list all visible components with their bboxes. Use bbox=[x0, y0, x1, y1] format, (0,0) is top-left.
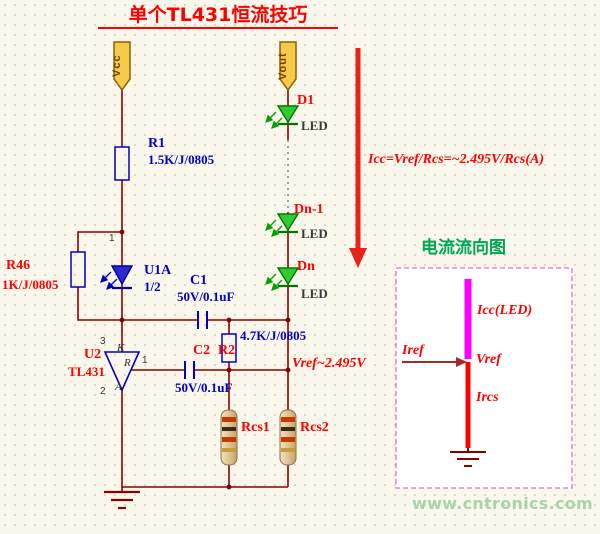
tl431-u2-symbol bbox=[103, 351, 141, 392]
vout-flag-shape bbox=[279, 41, 297, 92]
resistor-rcs2-body bbox=[279, 409, 297, 466]
r2-value: 4.7K/J/0805 bbox=[240, 328, 307, 343]
iref-label: Iref bbox=[402, 343, 424, 358]
c2-value: 50V/0.1uF bbox=[175, 380, 233, 395]
u2-value: TL431 bbox=[68, 364, 105, 379]
junction-dots bbox=[119, 229, 291, 490]
flow-diagram-box bbox=[395, 267, 573, 489]
u2-pin-1: 1 bbox=[142, 355, 148, 366]
led-d1-symbol bbox=[265, 105, 300, 129]
c2-ref: C2 bbox=[193, 343, 211, 358]
dn1-value: LED bbox=[301, 226, 328, 241]
vcc-flag-label: Vcc bbox=[111, 54, 123, 78]
r1-ref: R1 bbox=[148, 136, 166, 151]
vref-note: Vref~2.495V bbox=[292, 356, 366, 371]
resistor-r46-symbol bbox=[70, 251, 86, 288]
icc-led-label: Icc(LED) bbox=[477, 303, 533, 318]
led-dn1-symbol bbox=[265, 213, 300, 237]
u2-pin-2: 2 bbox=[100, 386, 106, 397]
ground-symbol bbox=[104, 490, 140, 510]
optocoupler-u1a-symbol bbox=[100, 265, 134, 290]
c1-value: 50V/0.1uF bbox=[177, 289, 235, 304]
u1a-value: 1/2 bbox=[144, 279, 161, 294]
u2-pin-3: 3 bbox=[100, 336, 106, 347]
u2-ref: U2 bbox=[84, 347, 102, 362]
vcc-flag-shape bbox=[113, 41, 131, 92]
page-title: 单个TL431恒流技巧 bbox=[98, 5, 338, 29]
dn1-ref: Dn-1 bbox=[294, 202, 324, 217]
ircs-label: Ircs bbox=[476, 390, 499, 405]
d1-value: LED bbox=[301, 118, 328, 133]
u2-pin-r: R bbox=[124, 357, 131, 369]
d1-ref: D1 bbox=[297, 93, 315, 108]
resistor-rcs1-body bbox=[220, 409, 238, 466]
resistor-r1-symbol bbox=[114, 146, 130, 181]
flow-iref-arrow bbox=[402, 357, 467, 367]
r46-value: 1K/J/0805 bbox=[2, 277, 59, 292]
u2-pin-k: K bbox=[117, 342, 125, 354]
r46-ref: R46 bbox=[6, 258, 31, 273]
flow-title: 电流流向图 bbox=[421, 238, 506, 258]
watermark: www.cntronics.com bbox=[412, 494, 594, 513]
u2-pin-a: A bbox=[115, 381, 122, 393]
dn-ref: Dn bbox=[297, 259, 315, 274]
vout-flag-label: Vout bbox=[277, 52, 289, 80]
u1a-pin-1: 1 bbox=[109, 233, 115, 244]
rcs1-ref: Rcs1 bbox=[241, 420, 270, 435]
rcs2-ref: Rcs2 bbox=[300, 420, 329, 435]
vref-label: Vref bbox=[476, 352, 501, 367]
dn-value: LED bbox=[301, 286, 328, 301]
flow-ground-symbol bbox=[450, 448, 486, 467]
r2-ref: R2 bbox=[218, 343, 236, 358]
u1a-ref: U1A bbox=[144, 263, 172, 278]
r1-value: 1.5K/J/0805 bbox=[148, 152, 215, 167]
led-dn-symbol bbox=[265, 267, 300, 291]
c1-ref: C1 bbox=[190, 273, 208, 288]
resistor-r2-symbol bbox=[221, 333, 237, 363]
current-direction-arrow bbox=[349, 48, 367, 268]
icc-formula: Icc=Vref/Rcs=~2.495V/Rcs(A) bbox=[368, 152, 544, 167]
